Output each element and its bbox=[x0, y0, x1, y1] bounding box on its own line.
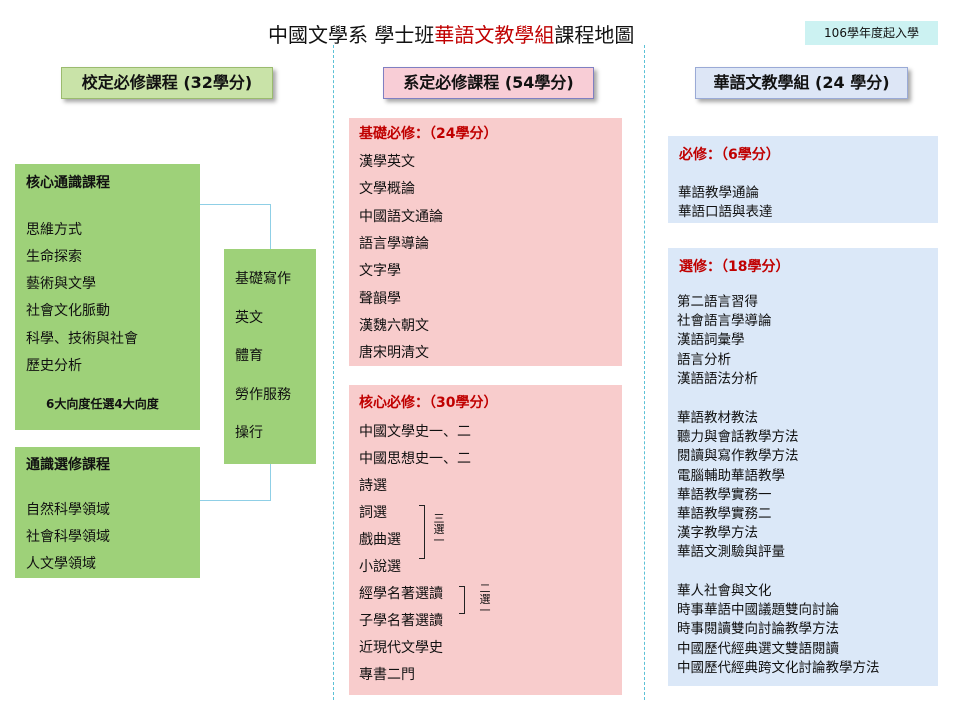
chinese-elective-title: 選修：（18學分） bbox=[679, 259, 790, 275]
list-item: 時事閱讀雙向討論教學方法 bbox=[677, 621, 839, 638]
list-item: 華語教學通論 bbox=[678, 185, 759, 201]
chinese-required-box: 必修：（6學分） 華語教學通論 華語口語與表達 bbox=[668, 136, 938, 223]
core-required-box: 核心必修：（30學分） 中國文學史一、二 中國思想史一、二 詩選 詞選 戲曲選 … bbox=[349, 385, 622, 695]
list-item: 時事華語中國議題雙向討論 bbox=[677, 602, 839, 619]
basic-required-box: 基礎必修：（24學分） 漢學英文 文學概論 中國語文通論 語言學導論 文字學 聲… bbox=[349, 118, 622, 366]
list-item: 聲韻學 bbox=[359, 291, 401, 307]
bracket1-text: 三選一 bbox=[433, 512, 445, 547]
list-item: 勞作服務 bbox=[235, 387, 291, 403]
core-ge-title: 核心通識課程 bbox=[26, 175, 110, 191]
list-item: 專書二門 bbox=[359, 667, 415, 683]
connector-line-bottom bbox=[200, 500, 271, 501]
list-item: 漢字教學方法 bbox=[677, 525, 758, 542]
basic-skills-box: 基礎寫作 英文 體育 勞作服務 操行 bbox=[224, 249, 316, 464]
list-item: 中國歷代經典跨文化討論教學方法 bbox=[677, 659, 880, 676]
list-item: 漢語詞彙學 bbox=[677, 332, 745, 349]
list-item: 詞選 bbox=[359, 505, 387, 521]
list-item: 文字學 bbox=[359, 263, 401, 279]
title-prefix: 中國文學系 學士班 bbox=[268, 23, 435, 47]
core-ge-note: 6大向度任選4大向度 bbox=[46, 397, 159, 411]
list-item: 漢學英文 bbox=[359, 154, 415, 170]
list-item: 華語教材教法 bbox=[677, 410, 758, 426]
bracket-label-two-choose-one: 二選一 bbox=[479, 583, 491, 616]
list-item: 華語文測驗與評量 bbox=[677, 544, 785, 561]
connector-line-bottom-vertical bbox=[270, 464, 271, 501]
list-item: 近現代文學史 bbox=[359, 640, 443, 656]
list-item: 社會科學領域 bbox=[26, 529, 110, 545]
connector-line-top bbox=[200, 204, 271, 205]
list-item: 人文學領域 bbox=[26, 556, 96, 572]
list-item: 思維方式 bbox=[26, 222, 82, 238]
elective-group-teaching: 華語教材教法 聽力與會話教學方法 閱讀與寫作教學方法 電腦輔助華語教學 華語教學… bbox=[677, 409, 799, 563]
list-item: 華人社會與文化 bbox=[677, 583, 772, 599]
basic-required-title: 基礎必修：（24學分） bbox=[359, 126, 498, 142]
list-item: 華語口語與表達 bbox=[678, 204, 773, 220]
list-item: 詩選 bbox=[359, 478, 387, 494]
list-item: 自然科學領域 bbox=[26, 502, 110, 518]
list-item: 華語教學實務一 bbox=[677, 486, 772, 503]
list-item: 戲曲選 bbox=[359, 532, 401, 548]
list-item: 社會語言學導論 bbox=[677, 313, 772, 330]
chinese-required-title: 必修：（6學分） bbox=[679, 147, 780, 163]
list-item: 聽力與會話教學方法 bbox=[677, 429, 799, 446]
list-item: 第二語言習得 bbox=[677, 294, 758, 310]
list-item: 唐宋明清文 bbox=[359, 345, 429, 361]
connector-line-top-vertical bbox=[270, 204, 271, 249]
year-badge: 106學年度起入學 bbox=[805, 21, 938, 45]
page-title: 中國文學系 學士班華語文教學組課程地圖 bbox=[268, 22, 634, 48]
list-item: 華語教學實務二 bbox=[677, 506, 772, 523]
list-item: 中國思想史一、二 bbox=[359, 451, 471, 467]
core-required-title: 核心必修：（30學分） bbox=[359, 395, 498, 411]
header-dept-required: 系定必修課程 (54學分) bbox=[383, 67, 594, 99]
list-item: 歷史分析 bbox=[26, 358, 82, 374]
list-item: 體育 bbox=[235, 348, 263, 364]
list-item: 閱讀與寫作教學方法 bbox=[677, 448, 799, 465]
list-item: 漢語語法分析 bbox=[677, 370, 758, 387]
elective-group-linguistics: 第二語言習得 社會語言學導論 漢語詞彙學 語言分析 漢語語法分析 bbox=[677, 293, 772, 389]
header-school-required: 校定必修課程 (32學分) bbox=[61, 67, 273, 99]
title-suffix: 課程地圖 bbox=[554, 23, 635, 47]
list-item: 基礎寫作 bbox=[235, 271, 291, 287]
list-item: 英文 bbox=[235, 310, 263, 326]
list-item: 社會文化脈動 bbox=[26, 303, 110, 319]
bracket-label-three-choose-one: 三選一 bbox=[433, 513, 445, 546]
list-item: 中國歷代經典選文雙語閱讀 bbox=[677, 640, 839, 657]
header-chinese-group: 華語文教學組 (24 學分) bbox=[695, 67, 908, 99]
list-item: 文學概論 bbox=[359, 181, 415, 197]
list-item: 操行 bbox=[235, 425, 263, 441]
list-item: 語言學導論 bbox=[359, 236, 429, 252]
list-item: 中國文學史一、二 bbox=[359, 424, 471, 440]
list-item: 中國語文通論 bbox=[359, 209, 443, 225]
elective-group-culture: 華人社會與文化 時事華語中國議題雙向討論 時事閱讀雙向討論教學方法 中國歷代經典… bbox=[677, 582, 880, 678]
list-item: 小說選 bbox=[359, 559, 401, 575]
column-divider-right bbox=[644, 45, 645, 700]
column-divider-left bbox=[333, 45, 334, 700]
list-item: 藝術與文學 bbox=[26, 276, 96, 292]
list-item: 語言分析 bbox=[677, 351, 731, 368]
chinese-elective-box: 選修：（18學分） bbox=[668, 248, 938, 686]
bracket-two-choose-one bbox=[459, 586, 465, 614]
list-item: 經學名著選讀 bbox=[359, 586, 443, 602]
elective-ge-title: 通識選修課程 bbox=[26, 457, 110, 473]
list-item: 電腦輔助華語教學 bbox=[677, 467, 785, 484]
bracket-three-choose-one bbox=[419, 505, 425, 559]
list-item: 子學名著選讀 bbox=[359, 613, 443, 629]
core-ge-box: 核心通識課程 思維方式 生命探索 藝術與文學 社會文化脈動 科學、技術與社會 歷… bbox=[15, 164, 200, 430]
title-highlight: 華語文教學組 bbox=[434, 23, 555, 47]
bracket2-text: 二選一 bbox=[479, 582, 491, 617]
list-item: 漢魏六朝文 bbox=[359, 318, 429, 334]
list-item: 生命探索 bbox=[26, 249, 82, 265]
elective-ge-box: 通識選修課程 自然科學領域 社會科學領域 人文學領域 bbox=[15, 447, 200, 578]
list-item: 科學、技術與社會 bbox=[26, 331, 138, 347]
